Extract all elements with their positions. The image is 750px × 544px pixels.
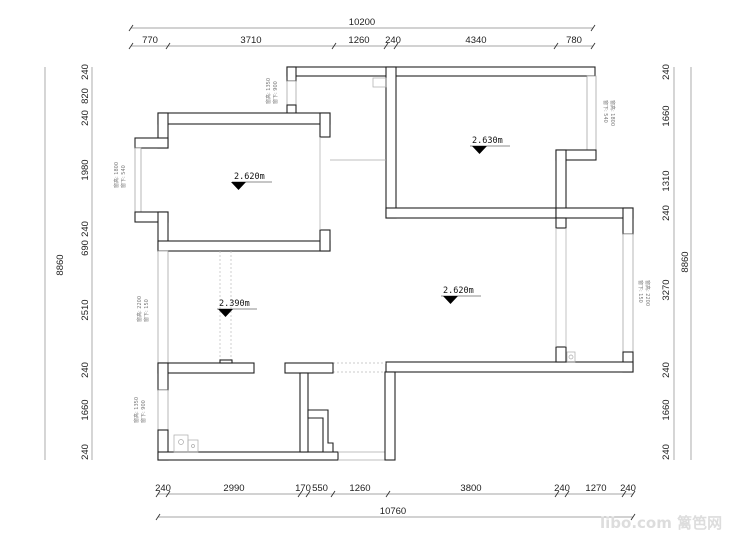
window-note: 窗下: 150	[637, 280, 644, 303]
level-triangle-icon	[443, 296, 458, 304]
top-dimensions: 10200 770 3710 1260 240 4340 780	[128, 17, 596, 50]
level-label-living: 2.620m	[443, 286, 474, 296]
left-total-dim: 8860	[55, 254, 66, 275]
level-triangle-icon	[231, 182, 246, 190]
window-note: 窗高: 2200	[136, 296, 143, 322]
bottom-dim: 240	[155, 483, 171, 494]
window-note: 窗下: 900	[140, 400, 147, 423]
window-note: 窗高: 2200	[644, 280, 651, 306]
right-dim: 240	[661, 362, 672, 378]
window	[157, 389, 169, 431]
left-dim: 240	[80, 64, 91, 80]
right-total-dim: 8860	[680, 251, 691, 272]
level-markers: 2.620m 2.630m 2.620m 2.390m	[217, 136, 510, 317]
bottom-dim: 240	[554, 483, 570, 494]
bottom-dim: 550	[312, 483, 328, 494]
top-dim: 1260	[348, 35, 369, 46]
left-dim: 690	[80, 240, 91, 256]
bottom-dim: 2990	[223, 483, 244, 494]
right-dimensions: 8860 240 1660 1310 240 3270 240 1660 240	[661, 64, 692, 460]
left-dim: 1660	[80, 399, 91, 420]
window-note: 窗下: 900	[272, 81, 279, 104]
bottom-dim: 1270	[585, 483, 606, 494]
top-total-dim: 10200	[349, 17, 375, 28]
window-note: 窗高: 1350	[265, 78, 272, 104]
bottom-total-dim: 10760	[380, 506, 406, 517]
top-dim: 240	[385, 35, 401, 46]
top-dim: 780	[566, 35, 582, 46]
bottom-dim: 170	[295, 483, 311, 494]
window-note: 窗高: 1800	[113, 162, 120, 188]
right-dim: 1660	[661, 399, 672, 420]
left-dim: 2510	[80, 299, 91, 320]
left-dim: 820	[80, 88, 91, 104]
level-label-bedroom-left: 2.620m	[234, 172, 265, 182]
left-dim: 240	[80, 362, 91, 378]
left-dim: 1980	[80, 159, 91, 180]
right-dim: 1310	[661, 170, 672, 191]
bottom-dim: 1260	[349, 483, 370, 494]
right-dim: 3270	[661, 279, 672, 300]
right-dim: 240	[661, 205, 672, 221]
window-note: 窗高: 1800	[609, 100, 616, 126]
watermark: libo.com 篱笆网	[600, 514, 722, 532]
right-dim: 240	[661, 64, 672, 80]
window-note: 窗下: 150	[143, 299, 150, 322]
level-label-dining: 2.390m	[219, 299, 250, 309]
window	[586, 75, 597, 153]
bottom-dim: 240	[620, 483, 636, 494]
top-dim: 770	[142, 35, 158, 46]
window-note: 窗下: 540	[602, 100, 609, 123]
window-note: 窗下: 540	[120, 165, 127, 188]
right-dim: 1660	[661, 105, 672, 126]
top-dim: 3710	[240, 35, 261, 46]
level-label-master: 2.630m	[472, 136, 503, 146]
level-triangle-icon	[218, 309, 233, 317]
window	[157, 250, 169, 364]
window-note: 窗高: 1350	[133, 397, 140, 423]
window	[622, 233, 634, 353]
walls	[134, 66, 634, 461]
window	[286, 80, 297, 106]
left-dim: 240	[80, 221, 91, 237]
bottom-dimensions: 240 2990 170 550 1260 3800 240 1270 240 …	[155, 483, 636, 521]
right-dim: 240	[661, 444, 672, 460]
bottom-dim: 3800	[460, 483, 481, 494]
left-dim: 240	[80, 444, 91, 460]
left-dimensions: 8860 240 820 240 1980 240 690 2510 240 1…	[44, 64, 93, 460]
left-dim: 240	[80, 110, 91, 126]
window	[134, 147, 142, 213]
top-dim: 4340	[465, 35, 486, 46]
level-triangle-icon	[472, 146, 487, 154]
